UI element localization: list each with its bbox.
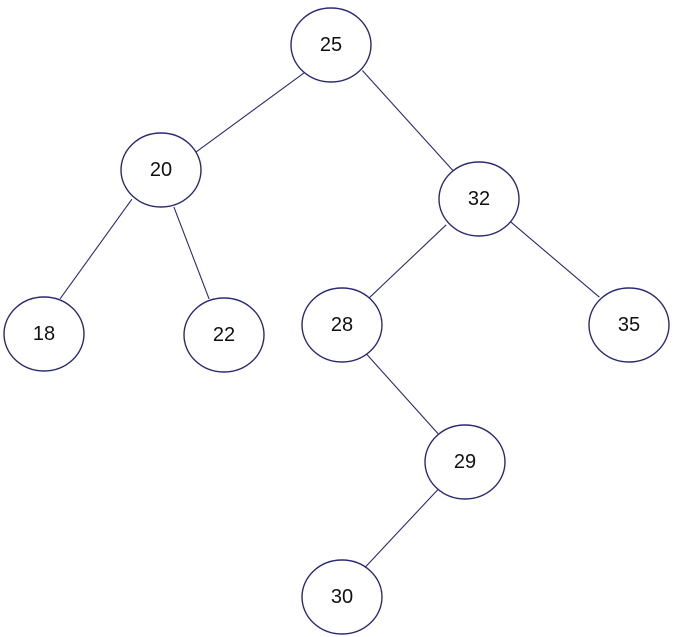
node-circle [301,559,383,635]
node-circle [588,287,670,363]
edge-32-35 [510,221,600,298]
tree-node: 29 [424,424,506,500]
tree-node: 18 [3,296,85,372]
tree-node: 28 [301,287,383,363]
node-circle [438,161,520,237]
node-circle [424,424,506,500]
tree-node: 30 [301,559,383,635]
edge-29-30 [363,489,439,569]
node-label: 30 [331,586,353,608]
tree-nodes: 25 20 32 18 22 28 35 29 [3,7,670,635]
node-circle [3,296,85,372]
tree-node: 35 [588,287,670,363]
node-circle [301,287,383,363]
node-label: 20 [150,159,172,181]
edge-25-20 [194,71,306,154]
node-label: 29 [454,451,476,473]
node-label: 35 [618,314,640,336]
edge-20-18 [59,198,133,300]
edge-20-22 [173,206,210,300]
tree-edges [59,70,600,569]
node-label: 28 [331,314,353,336]
tree-node: 32 [438,161,520,237]
edge-25-32 [361,70,457,174]
node-circle [290,7,372,83]
edge-32-28 [367,224,447,300]
tree-node: 25 [290,7,372,83]
edge-28-29 [364,351,439,435]
node-label: 32 [468,188,490,210]
tree-node: 20 [120,132,202,208]
node-label: 18 [33,323,55,345]
node-circle [183,297,265,373]
tree-node: 22 [183,297,265,373]
node-label: 25 [320,34,342,56]
node-circle [120,132,202,208]
node-label: 22 [213,324,235,346]
